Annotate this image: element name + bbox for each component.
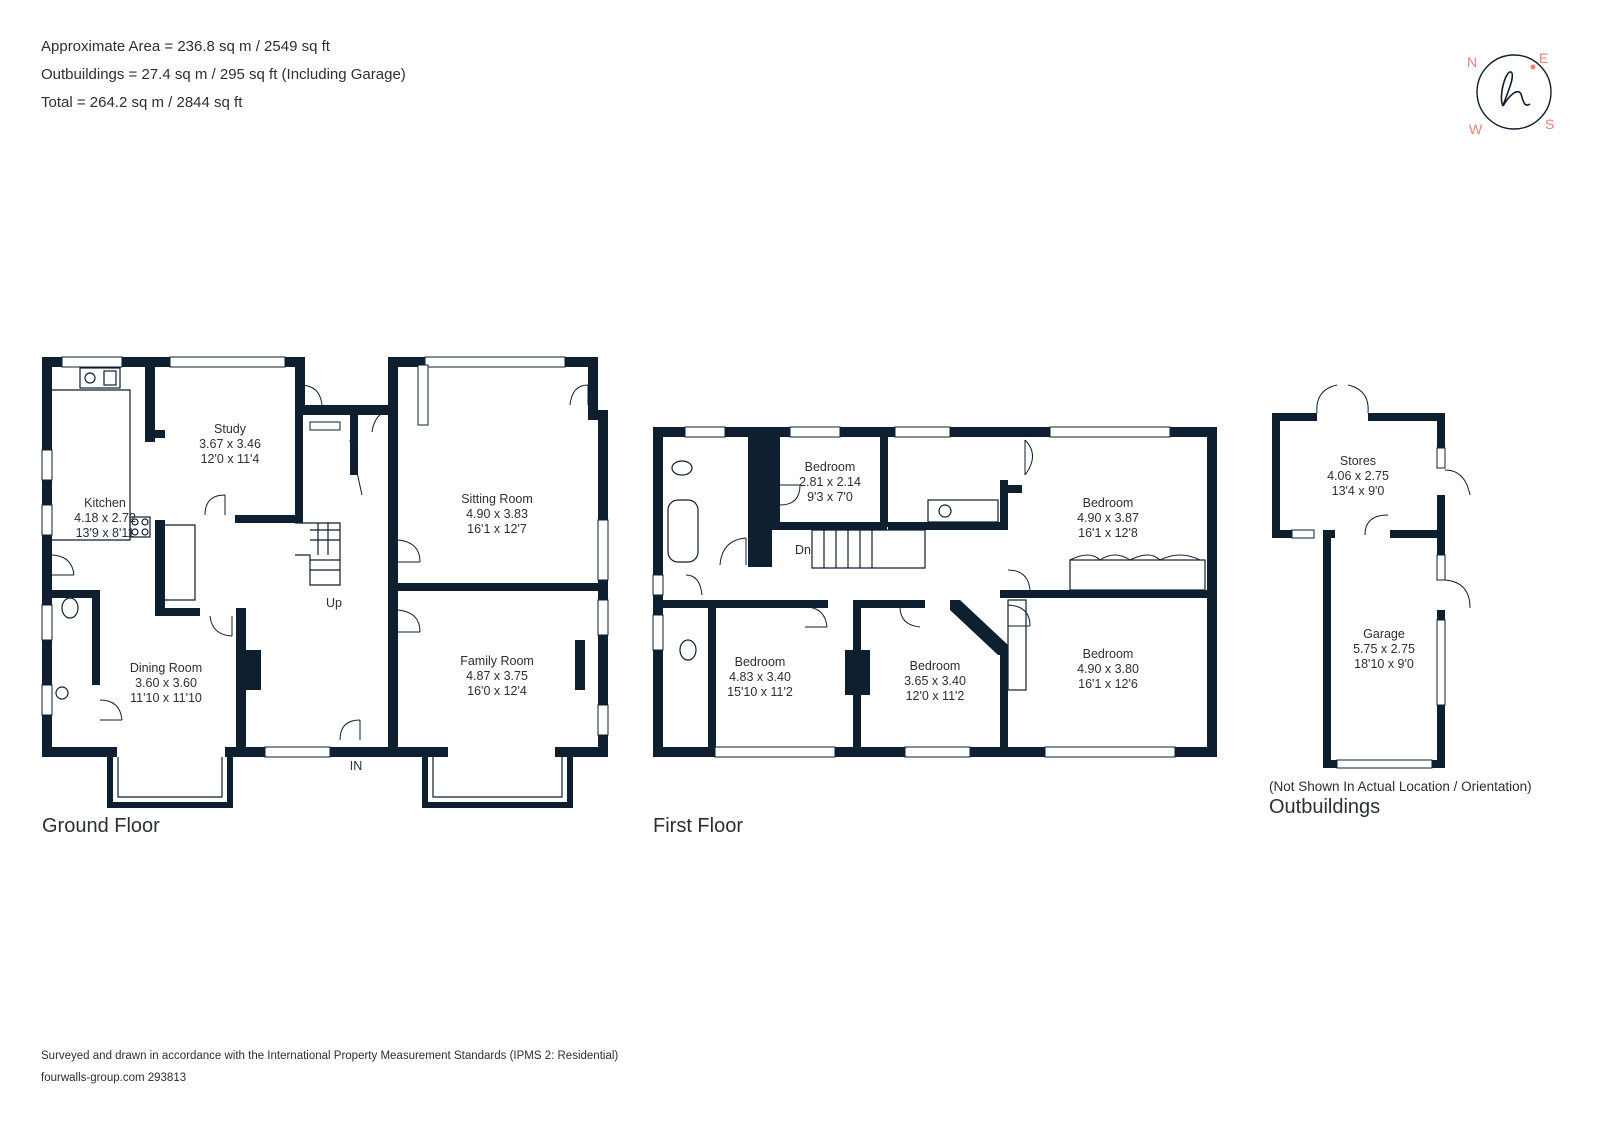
bedroom-1-metric: 2.81 x 2.14 (799, 475, 861, 489)
compass-w: W (1469, 121, 1483, 137)
ground-floor-title: Ground Floor (42, 815, 160, 837)
bedroom-4-imperial: 12'0 x 11'2 (906, 689, 965, 703)
bedroom-3-imperial: 15'10 x 11'2 (727, 685, 793, 699)
bedroom-3-metric: 4.83 x 3.40 (729, 670, 791, 684)
approximate-area: Approximate Area = 236.8 sq m / 2549 sq … (41, 38, 330, 55)
garage-metric: 5.75 x 2.75 (1353, 642, 1415, 656)
bedroom-3-name: Bedroom (735, 655, 786, 669)
stores-name: Stores (1340, 454, 1376, 468)
kitchen-name: Kitchen (84, 496, 126, 510)
family-room-metric: 4.87 x 3.75 (466, 669, 528, 683)
outbuildings-note: (Not Shown In Actual Location / Orientat… (1269, 779, 1532, 794)
dining-room-metric: 3.60 x 3.60 (135, 676, 197, 690)
stairs-down-label: Dn (795, 543, 811, 557)
stores-metric: 4.06 x 2.75 (1327, 469, 1389, 483)
ground-floor-plan (41, 356, 609, 808)
bedroom-1-imperial: 9'3 x 7'0 (807, 490, 853, 504)
bedroom-2-metric: 4.90 x 3.87 (1077, 511, 1139, 525)
dining-room-name: Dining Room (130, 661, 202, 675)
total-area: Total = 264.2 sq m / 2844 sq ft (41, 94, 243, 111)
outbuildings-plan (1272, 384, 1471, 769)
bedroom-4-metric: 3.65 x 3.40 (904, 674, 966, 688)
study-name: Study (214, 422, 247, 436)
first-floor-plan (652, 426, 1217, 758)
stairs-up-label: Up (326, 596, 342, 610)
family-room-imperial: 16'0 x 12'4 (467, 684, 527, 698)
sitting-room-name: Sitting Room (461, 492, 533, 506)
compass-logo-icon: N E W S (1467, 50, 1554, 137)
study-imperial: 12'0 x 11'4 (201, 452, 260, 466)
stores-imperial: 13'4 x 9'0 (1332, 484, 1385, 498)
bedroom-4-name: Bedroom (910, 659, 961, 673)
entrance-label: IN (350, 759, 363, 773)
compass-s: S (1545, 116, 1554, 132)
outbuildings-title: Outbuildings (1269, 796, 1381, 818)
kitchen-metric: 4.18 x 2.72 (74, 511, 136, 525)
compass-n: N (1467, 54, 1477, 70)
study-metric: 3.67 x 3.46 (199, 437, 261, 451)
bedroom-2-name: Bedroom (1083, 496, 1134, 510)
bedroom-5-name: Bedroom (1083, 647, 1134, 661)
reference-number: fourwalls-group.com 293813 (41, 1072, 187, 1084)
dining-room-imperial: 11'10 x 11'10 (130, 691, 202, 705)
family-room-name: Family Room (460, 654, 534, 668)
sitting-room-imperial: 16'1 x 12'7 (467, 522, 527, 536)
outbuildings-area: Outbuildings = 27.4 sq m / 295 sq ft (In… (41, 66, 406, 83)
outbuildings-labels: Stores 4.06 x 2.75 13'4 x 9'0 Garage 5.7… (1327, 454, 1415, 671)
bedroom-2-imperial: 16'1 x 12'8 (1078, 526, 1138, 540)
bedroom-1-name: Bedroom (805, 460, 856, 474)
bedroom-5-imperial: 16'1 x 12'6 (1078, 677, 1138, 691)
sitting-room-metric: 4.90 x 3.83 (466, 507, 528, 521)
garage-imperial: 18'10 x 9'0 (1354, 657, 1414, 671)
compass-e: E (1539, 50, 1548, 66)
first-floor-labels: Bedroom 2.81 x 2.14 9'3 x 7'0 Bedroom 4.… (727, 460, 1139, 703)
bedroom-5-metric: 4.90 x 3.80 (1077, 662, 1139, 676)
kitchen-imperial: 13'9 x 8'11 (76, 526, 135, 540)
first-floor-title: First Floor (653, 815, 743, 837)
measurement-standard-note: Surveyed and drawn in accordance with th… (41, 1050, 619, 1062)
garage-name: Garage (1363, 627, 1405, 641)
ground-floor-labels: Study 3.67 x 3.46 12'0 x 11'4 Kitchen 4.… (74, 422, 534, 773)
